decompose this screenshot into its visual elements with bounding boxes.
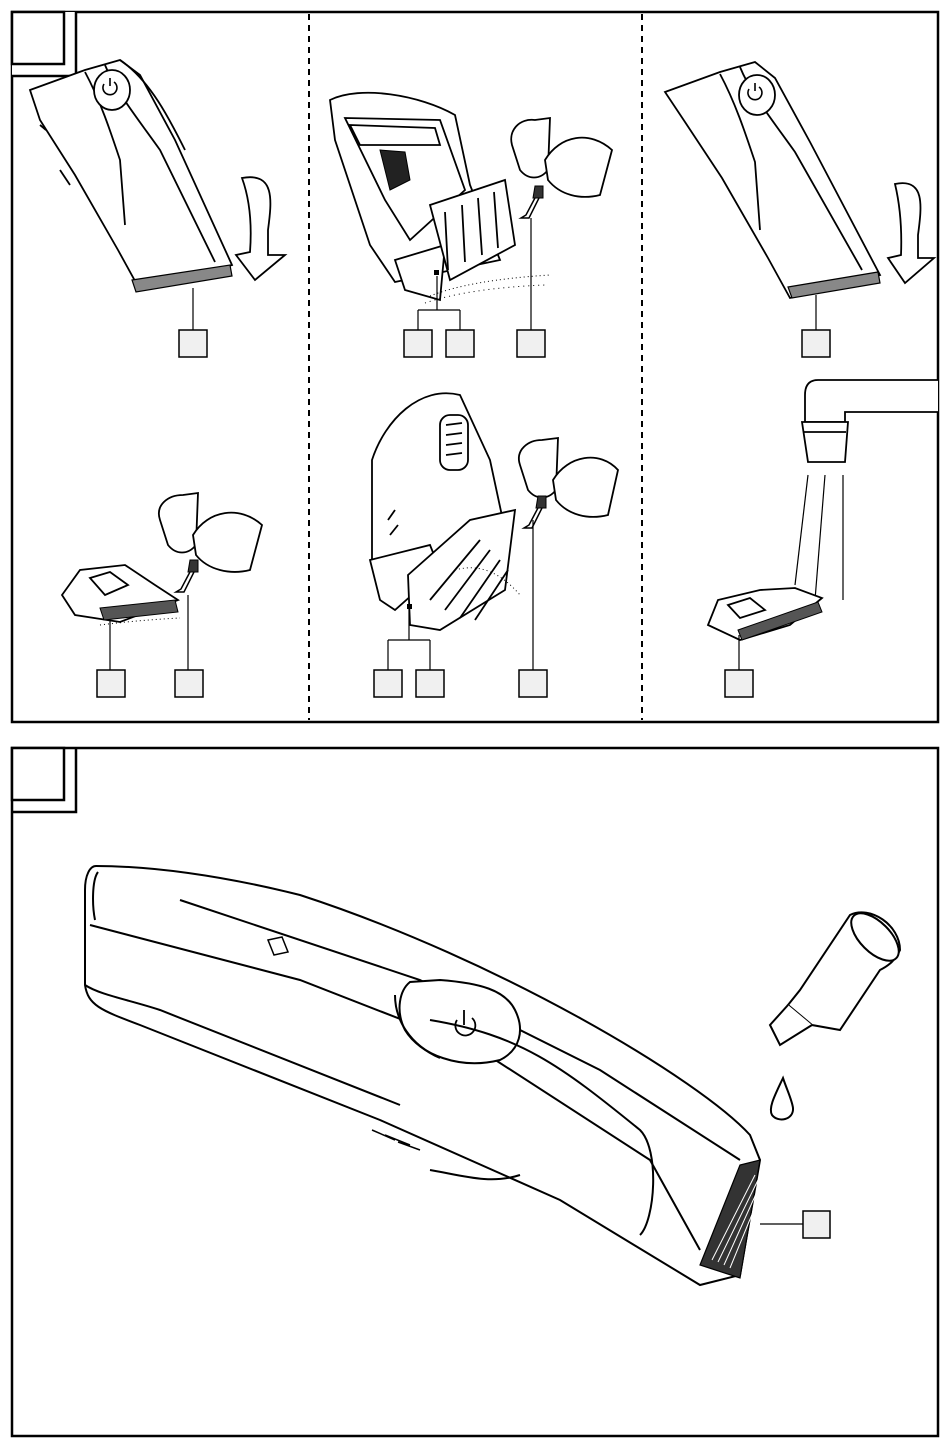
- callout-box: [416, 670, 444, 697]
- callout-box: [519, 670, 547, 697]
- callout-box: [404, 330, 432, 357]
- trimmer-large-illustration: [85, 866, 762, 1285]
- step-number-box: [12, 748, 64, 800]
- callout-box: [802, 330, 830, 357]
- brush-icon: [524, 496, 546, 528]
- arrow-down-icon: [236, 177, 285, 280]
- cleaning-panel: [12, 12, 938, 722]
- step-number-box: [12, 12, 64, 64]
- callout-box: [374, 670, 402, 697]
- callout-box: [175, 670, 203, 697]
- arrow-down-icon: [888, 183, 934, 283]
- blade-head-illustration: [708, 588, 822, 640]
- comb-attachment-illustration: [370, 393, 515, 630]
- brush-icon: [176, 560, 198, 592]
- oil-drop-icon: [771, 1078, 793, 1119]
- callout-box: [803, 1211, 830, 1238]
- oiling-panel: [12, 748, 938, 1436]
- trimmer-illustration: [665, 62, 880, 298]
- power-button: [94, 70, 130, 110]
- blade-head-illustration: [62, 565, 178, 622]
- hand-icon: [159, 493, 262, 572]
- trimmer-illustration: [30, 60, 232, 292]
- comb-attachment-illustration: [330, 93, 515, 300]
- debris: [425, 285, 545, 303]
- water-tap-icon: [802, 380, 938, 462]
- callout-box: [725, 670, 753, 697]
- hand-icon: [519, 438, 618, 517]
- callout-box: [517, 330, 545, 357]
- hand-icon: [511, 118, 612, 197]
- power-button: [739, 75, 775, 115]
- callout-box: [446, 330, 474, 357]
- callout-box: [97, 670, 125, 697]
- brush-icon: [521, 186, 543, 218]
- callout-box: [179, 330, 207, 357]
- callout-dot: [434, 270, 439, 275]
- water-stream: [795, 475, 843, 600]
- oil-bottle-icon: [770, 905, 907, 1045]
- debris: [430, 275, 550, 296]
